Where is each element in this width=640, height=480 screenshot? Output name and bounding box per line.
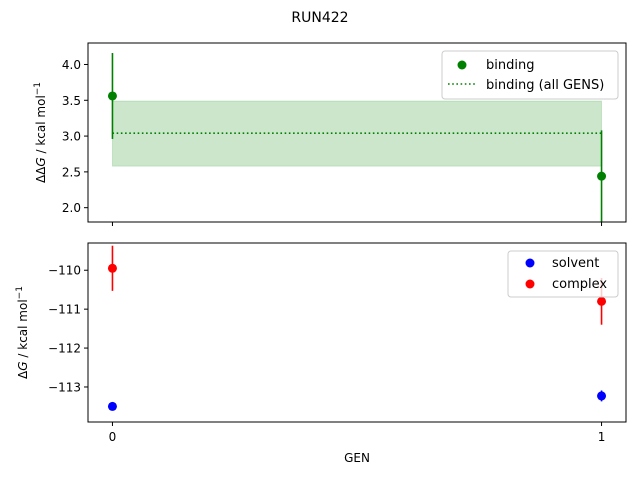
- ylabel-unit: / kcal mol: [16, 299, 30, 361]
- legend-label-binding-all-gens: binding (all GENS): [486, 78, 604, 93]
- dg-legend-box: [507, 250, 619, 298]
- dg-plot-frame: [87, 242, 627, 423]
- solvent-point: [597, 391, 607, 401]
- binding-legend: binding binding (all GENS): [441, 50, 619, 100]
- y-tick-label: 3.0: [62, 130, 81, 144]
- binding-point: [107, 91, 117, 101]
- figure-title: RUN422: [291, 10, 348, 26]
- x-tick-label: 1: [598, 430, 606, 444]
- complex-point: [597, 296, 607, 306]
- binding-x-ticks: [111, 222, 603, 226]
- dg-y-axis-label: ΔG / kcal mol−1: [15, 286, 30, 379]
- ylabel-symbol: ΔΔ: [34, 166, 48, 183]
- legend-label-complex: complex: [552, 277, 607, 292]
- ylabel-unit: / kcal mol: [34, 95, 48, 157]
- complex-point: [107, 263, 117, 273]
- y-tick-label: −110: [48, 264, 81, 278]
- legend-marker-complex: [525, 279, 535, 289]
- dg-x-axis-label: GEN: [344, 451, 370, 465]
- ylabel-exp: −1: [33, 82, 43, 95]
- y-tick-label: −113: [48, 380, 81, 394]
- ylabel-var: G: [34, 157, 48, 166]
- y-tick-label: 2.0: [62, 201, 81, 215]
- legend-marker-binding: [457, 60, 467, 70]
- dg-y-ticks: −110 −111 −112 −113: [48, 264, 88, 394]
- legend-label-solvent: solvent: [552, 256, 599, 271]
- dg-legend: solvent complex: [507, 250, 619, 298]
- binding-point: [597, 171, 607, 181]
- y-tick-label: 4.0: [62, 58, 81, 72]
- ylabel-symbol: Δ: [16, 370, 30, 379]
- ylabel-var: G: [16, 361, 30, 370]
- legend-label-binding: binding: [486, 58, 534, 73]
- x-tick-label: 0: [109, 430, 117, 444]
- binding-plot-frame: [87, 42, 627, 223]
- ylabel-exp: −1: [15, 286, 25, 299]
- y-tick-label: −112: [48, 342, 81, 356]
- y-tick-label: 3.5: [62, 94, 81, 108]
- y-tick-label: −111: [48, 303, 81, 317]
- y-tick-label: 2.5: [62, 165, 81, 179]
- binding-panel: 2.0 2.5 3.0 3.5 4.0 ΔΔG / kcal mol−1 binding…: [33, 42, 627, 226]
- binding-series: [107, 53, 607, 222]
- binding-y-ticks: 2.0 2.5 3.0 3.5 4.0: [62, 58, 88, 215]
- binding-legend-box: [441, 50, 619, 100]
- solvent-point: [107, 401, 117, 411]
- legend-marker-solvent: [525, 258, 535, 268]
- binding-y-axis-label: ΔΔG / kcal mol−1: [33, 82, 48, 183]
